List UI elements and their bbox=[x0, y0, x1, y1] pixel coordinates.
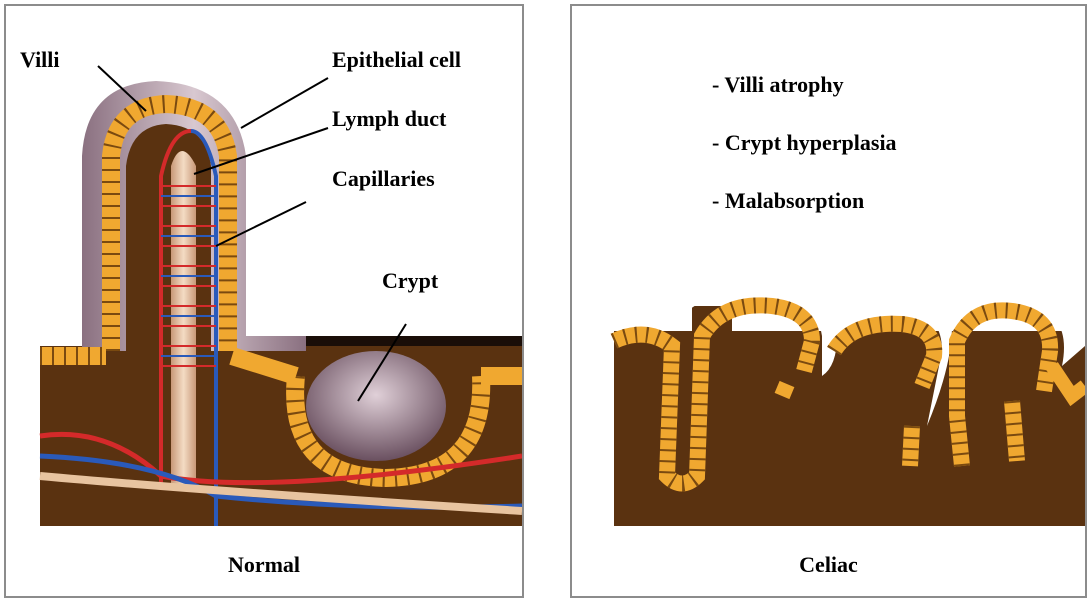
capillaries-label: Capillaries bbox=[332, 166, 435, 192]
lymph-duct-label: Lymph duct bbox=[332, 106, 446, 132]
epithelial-cell-label: Epithelial cell bbox=[332, 47, 461, 73]
bullet-malabsorption: - Malabsorption bbox=[712, 188, 864, 214]
bullet-crypt-hyperplasia: - Crypt hyperplasia bbox=[712, 130, 897, 156]
villi-label: Villi bbox=[20, 47, 60, 73]
epithelial-cell-pointer bbox=[241, 78, 328, 128]
normal-caption: Normal bbox=[6, 552, 522, 578]
bullet-villi-atrophy: - Villi atrophy bbox=[712, 72, 844, 98]
crypt-label: Crypt bbox=[382, 268, 438, 294]
normal-panel: Villi Epithelial cell Lymph duct Capilla… bbox=[4, 4, 524, 598]
lymph-duct bbox=[171, 151, 196, 486]
celiac-caption: Celiac bbox=[572, 552, 1085, 578]
normal-villus-illustration bbox=[6, 6, 522, 596]
celiac-panel: - Villi atrophy - Crypt hyperplasia - Ma… bbox=[570, 4, 1087, 598]
crypt-lumen bbox=[306, 351, 446, 461]
